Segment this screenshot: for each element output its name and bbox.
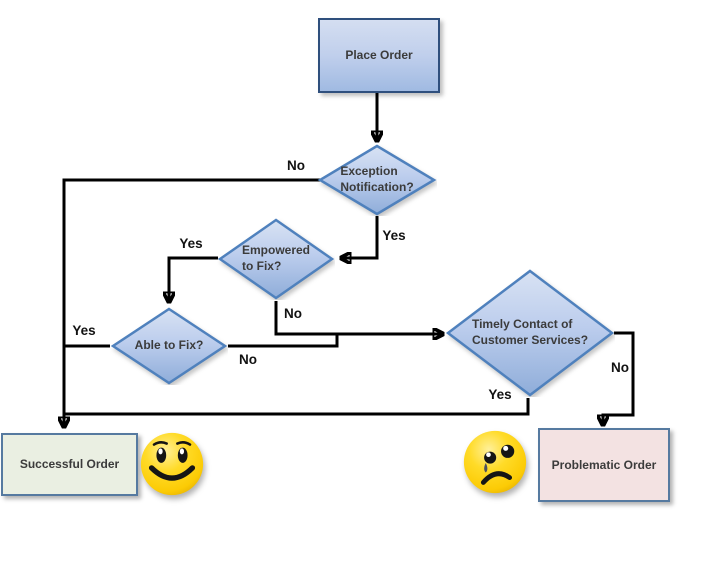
- edge-label-exception-yes: Yes: [382, 228, 406, 243]
- edge-label-empowered-no: No: [284, 306, 302, 321]
- connector-empowered-yes-to-able: [169, 256, 218, 300]
- diamond-shape: [217, 218, 335, 300]
- able-label: Able to Fix?: [134, 338, 204, 353]
- connector-exception-no-to-successful: [64, 178, 320, 425]
- empowered-to-fix-decision: Empowered to Fix?: [217, 218, 335, 300]
- sad-crying-face-icon: [463, 430, 527, 494]
- exception-notification-decision: Exception Notification?: [317, 144, 437, 216]
- successful-order-node: Successful Order: [1, 433, 138, 496]
- able-to-fix-decision: Able to Fix?: [110, 307, 228, 385]
- happy-face-icon: [140, 432, 204, 496]
- exception-label-line2: Notification?: [340, 180, 414, 194]
- edge-label-able-no: No: [239, 352, 257, 367]
- diamond-shape: [445, 269, 615, 397]
- edge-label-timely-yes: Yes: [488, 387, 512, 402]
- place-order-label: Place Order: [345, 48, 413, 62]
- exception-label-line1: Exception: [340, 164, 398, 179]
- edge-label-exception-no: No: [287, 158, 305, 173]
- edge-label-timely-no: No: [611, 360, 629, 375]
- edge-label-empowered-yes: Yes: [179, 236, 203, 251]
- diamond-shape: [317, 144, 437, 216]
- diamond-shape: [110, 307, 228, 385]
- problematic-order-label: Problematic Order: [551, 457, 657, 472]
- timely-label-line2: Customer Services?: [471, 333, 589, 347]
- timely-contact-decision: Timely Contact of Customer Services?: [445, 269, 615, 397]
- problematic-order-node: Problematic Order: [538, 428, 670, 502]
- empowered-label-line1: Empowered: [241, 243, 310, 258]
- place-order-node: Place Order: [318, 18, 440, 93]
- empowered-label-line2: to Fix?: [241, 259, 282, 273]
- connector-able-no-join: [228, 334, 339, 348]
- edge-label-able-yes: Yes: [72, 323, 96, 338]
- connector-timely-yes-join: [64, 398, 530, 416]
- connector-exception-yes-to-empowered: [343, 216, 379, 258]
- successful-order-label: Successful Order: [19, 457, 120, 471]
- timely-label-line1: Timely Contact of: [471, 317, 573, 332]
